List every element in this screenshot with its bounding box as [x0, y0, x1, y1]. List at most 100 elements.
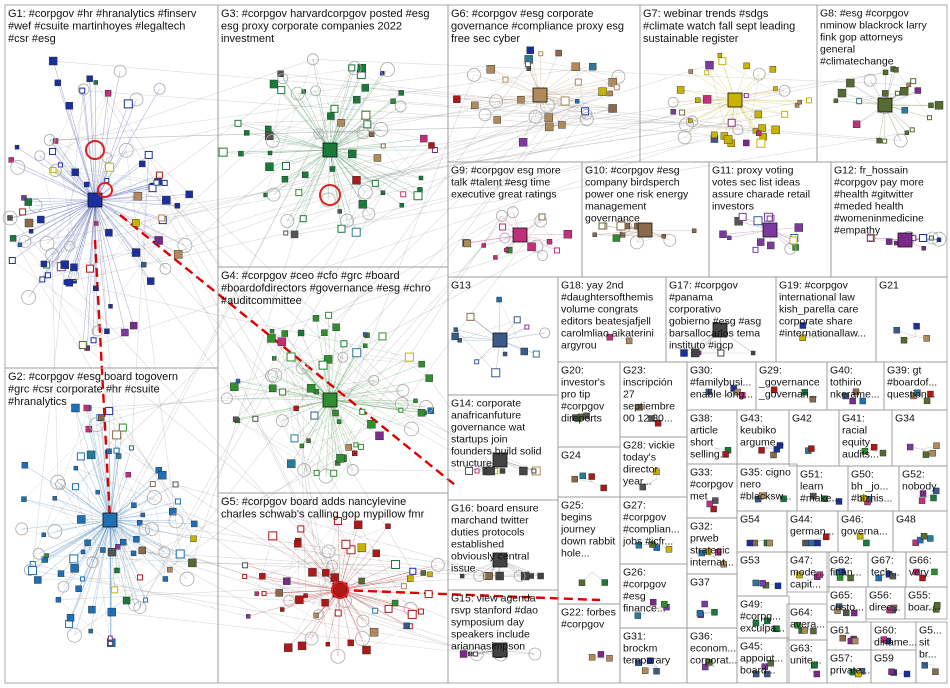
avatar-node[interactable] [935, 101, 943, 109]
avatar-node[interactable] [703, 95, 711, 103]
avatar-node[interactable] [905, 131, 909, 135]
avatar-node[interactable] [545, 123, 553, 131]
avatar-node[interactable] [727, 236, 731, 240]
avatar-node[interactable] [728, 119, 735, 126]
avatar-node[interactable] [246, 614, 250, 618]
avatar-node[interactable] [296, 190, 302, 196]
avatar-node[interactable] [352, 451, 357, 456]
avatar-node[interactable] [408, 610, 416, 618]
avatar-node[interactable] [243, 563, 248, 568]
avatar-node[interactable] [311, 412, 318, 419]
avatar-node[interactable] [772, 126, 780, 134]
avatar-node[interactable] [77, 453, 84, 460]
avatar-node[interactable] [662, 234, 666, 238]
avatar-node[interactable] [235, 120, 241, 126]
avatar-node[interactable] [300, 444, 304, 448]
avatar-node[interactable] [53, 138, 58, 143]
avatar-node[interactable] [677, 86, 684, 93]
avatar-node[interactable] [333, 324, 340, 331]
avatar-node[interactable] [561, 97, 569, 105]
avatar-node[interactable] [930, 450, 936, 456]
avatar-node[interactable] [425, 591, 432, 598]
avatar-node[interactable] [680, 110, 685, 115]
avatar-node[interactable] [414, 192, 422, 200]
avatar-node[interactable] [937, 238, 941, 242]
avatar-node[interactable] [269, 532, 277, 540]
avatar-node[interactable] [276, 589, 283, 596]
avatar-node[interactable] [572, 63, 580, 71]
avatar-node[interactable] [167, 567, 172, 572]
avatar-node[interactable] [747, 540, 753, 546]
avatar-node[interactable] [572, 476, 578, 482]
avatar-node[interactable] [924, 335, 930, 341]
avatar-node[interactable] [20, 209, 26, 215]
avatar-node[interactable] [191, 521, 197, 527]
avatar-node[interactable] [911, 79, 916, 84]
avatar-node[interactable] [71, 564, 79, 572]
avatar-node[interactable] [58, 571, 64, 577]
avatar-node[interactable] [593, 233, 597, 237]
avatar-node[interactable] [889, 669, 895, 675]
avatar-node[interactable] [353, 96, 360, 103]
avatar-node[interactable] [72, 169, 79, 176]
avatar-node[interactable] [253, 416, 258, 421]
avatar-node[interactable] [614, 85, 619, 90]
avatar-node[interactable] [10, 235, 16, 241]
avatar-node[interactable] [302, 172, 308, 178]
avatar-node[interactable] [370, 628, 378, 636]
avatar-node[interactable] [381, 144, 385, 148]
avatar-node[interactable] [654, 668, 660, 674]
avatar-node[interactable] [863, 540, 869, 546]
avatar-node[interactable] [333, 410, 339, 416]
avatar-node[interactable] [760, 580, 766, 586]
avatar-node[interactable] [141, 513, 145, 517]
avatar-node[interactable] [88, 606, 95, 613]
avatar-node[interactable] [427, 572, 432, 577]
avatar-node[interactable] [471, 102, 478, 109]
avatar-node[interactable] [883, 70, 888, 75]
avatar-node[interactable] [115, 544, 120, 549]
avatar-node[interactable] [538, 573, 544, 579]
avatar-node[interactable] [404, 623, 410, 629]
avatar-node[interactable] [743, 140, 749, 146]
avatar-node[interactable] [269, 385, 276, 392]
avatar-node[interactable] [922, 662, 928, 668]
avatar-node[interactable] [452, 333, 459, 340]
avatar-node[interactable] [367, 420, 375, 428]
avatar-node[interactable] [399, 90, 404, 95]
avatar-node[interactable] [321, 330, 327, 336]
avatar-node[interactable] [527, 67, 531, 71]
avatar-node[interactable] [910, 128, 914, 132]
avatar-node[interactable] [814, 671, 820, 677]
avatar-node[interactable] [711, 609, 717, 615]
avatar-node[interactable] [94, 80, 98, 84]
avatar-node[interactable] [154, 180, 159, 185]
avatar-node[interactable] [707, 501, 713, 507]
avatar-node[interactable] [335, 610, 341, 616]
avatar-node[interactable] [525, 62, 530, 67]
avatar-node[interactable] [486, 573, 493, 580]
avatar-node[interactable] [558, 121, 565, 128]
avatar-node[interactable] [671, 109, 676, 114]
avatar-node[interactable] [503, 77, 508, 82]
avatar-node[interactable] [767, 216, 772, 221]
avatar-node[interactable] [175, 203, 180, 208]
avatar-node[interactable] [144, 598, 148, 602]
avatar-node[interactable] [517, 96, 524, 103]
avatar-node[interactable] [932, 669, 938, 675]
avatar-node[interactable] [272, 356, 276, 360]
avatar-node[interactable] [554, 248, 559, 253]
avatar-node[interactable] [401, 584, 406, 589]
avatar-node[interactable] [107, 449, 112, 454]
avatar-node[interactable] [602, 580, 608, 586]
avatar-node[interactable] [857, 99, 862, 104]
avatar-node[interactable] [400, 203, 404, 207]
avatar-node[interactable] [105, 229, 112, 236]
avatar-node[interactable] [91, 338, 96, 343]
avatar-node[interactable] [931, 495, 937, 501]
avatar-node[interactable] [255, 592, 259, 596]
avatar-node[interactable] [342, 540, 350, 548]
avatar-node[interactable] [392, 600, 398, 606]
avatar-node[interactable] [87, 76, 93, 82]
avatar-node[interactable] [37, 216, 44, 223]
